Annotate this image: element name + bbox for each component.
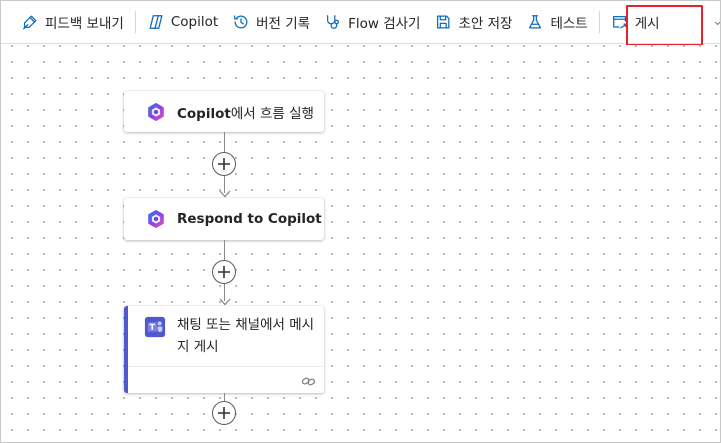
flow-step-trigger[interactable]: Copilot에서 흐름 실행	[124, 91, 324, 132]
save-draft-label: 초안 저장	[458, 16, 513, 32]
publish-icon	[612, 15, 627, 29]
test-button[interactable]: 테스트	[519, 1, 594, 44]
save-icon	[437, 15, 450, 29]
version-history-button[interactable]: 버전 기록	[225, 1, 317, 44]
copilot-button[interactable]: Copilot	[140, 1, 225, 44]
feedback-button[interactable]: 피드백 보내기	[1, 1, 131, 44]
arrow-down-icon	[219, 190, 230, 198]
connector-line	[224, 132, 225, 152]
connector-line	[224, 393, 225, 401]
plus-icon	[218, 407, 230, 419]
overflow-clipped-item: ⌄	[712, 13, 720, 29]
test-label: 테스트	[550, 16, 588, 32]
flow-canvas[interactable]: Copilot에서 흐름 실행 Respond t	[1, 45, 720, 442]
toolbar-divider	[134, 11, 136, 33]
plus-icon	[218, 158, 230, 170]
plus-icon	[218, 266, 230, 278]
copilot-label: Copilot	[170, 14, 219, 30]
connector-line	[224, 284, 225, 301]
teams-icon	[144, 316, 166, 338]
feedback-icon	[23, 15, 37, 30]
add-step-button[interactable]	[212, 152, 236, 176]
version-history-label: 버전 기록	[256, 16, 311, 32]
copilot-icon	[148, 102, 164, 121]
arrow-down-icon	[219, 298, 230, 306]
step-title: Copilot에서 흐름 실행	[177, 105, 314, 122]
connector-line	[224, 240, 225, 260]
flow-step-teams-post[interactable]: 채팅 또는 채널에서 메시지 게시	[124, 306, 324, 393]
feedback-label: 피드백 보내기	[45, 16, 124, 32]
history-icon	[234, 15, 248, 29]
publish-label: 게시	[634, 16, 660, 32]
stethoscope-icon	[327, 15, 340, 29]
copilot-icon	[149, 15, 163, 29]
toolbar-divider	[598, 11, 600, 33]
step-title: Respond to Copilot	[177, 211, 322, 227]
flask-icon	[529, 15, 542, 29]
copilot-icon	[148, 209, 164, 229]
save-draft-button[interactable]: 초안 저장	[427, 1, 519, 44]
step-footer	[128, 366, 324, 393]
flow-checker-button[interactable]: Flow 검사기	[317, 1, 427, 44]
flow-checker-label: Flow 검사기	[348, 16, 421, 32]
link-icon[interactable]	[301, 374, 316, 389]
connector-line	[224, 176, 225, 193]
add-step-button[interactable]	[212, 401, 236, 425]
publish-button[interactable]: 게시	[604, 1, 667, 44]
command-bar: 피드백 보내기 Copilot 버전 기록 Flow 검사기	[1, 1, 720, 44]
step-title: 채팅 또는 채널에서 메시지 게시	[177, 317, 315, 355]
add-step-button[interactable]	[212, 260, 236, 284]
flow-step-respond[interactable]: Respond to Copilot	[124, 198, 324, 240]
